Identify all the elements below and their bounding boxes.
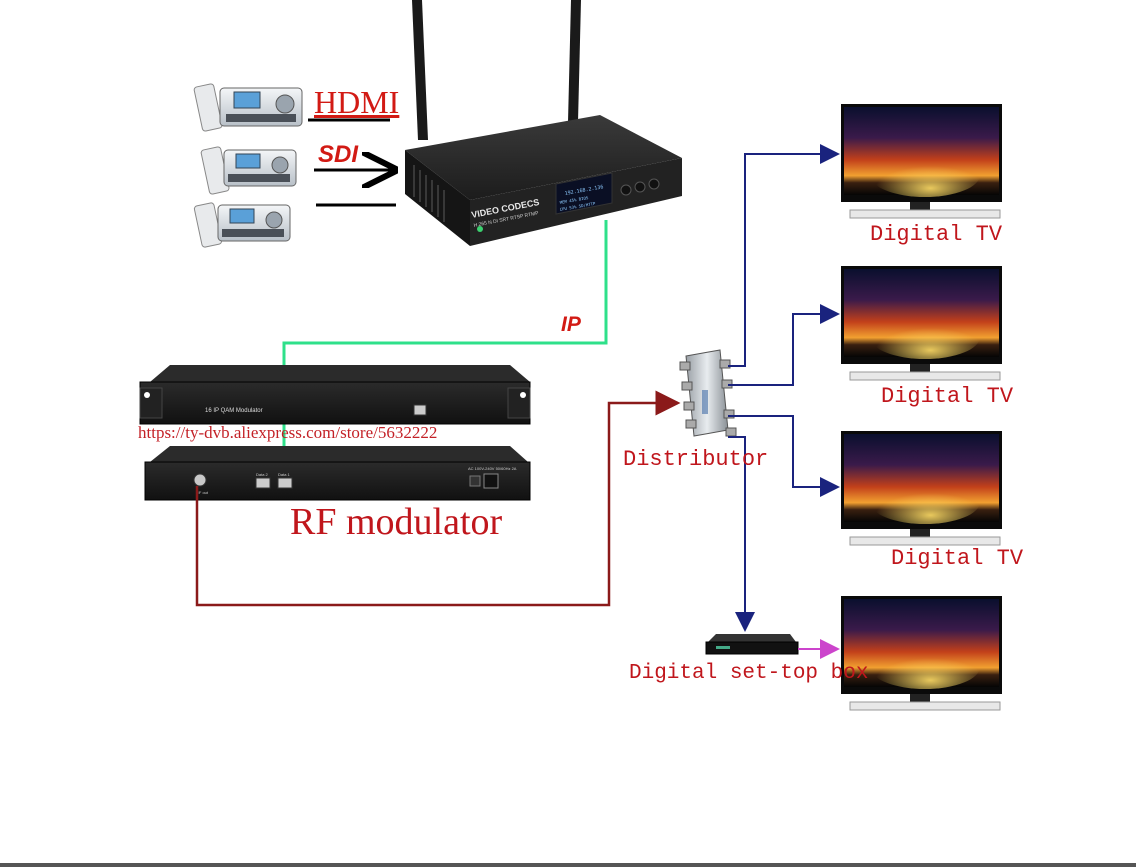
rf-out-port-icon xyxy=(193,473,207,487)
source-device-1 xyxy=(193,83,303,132)
antenna-right xyxy=(568,0,581,122)
data1-label: Data 1 xyxy=(278,472,291,477)
encoder-device: 192.168.2.136 MEM 45% BIOS CPU 53% SD/HT… xyxy=(405,0,682,246)
source-device-2 xyxy=(200,146,297,195)
encoder-button-2 xyxy=(634,181,646,193)
tv-label-1: Digital TV xyxy=(870,222,1003,247)
dist-line-tv2 xyxy=(728,304,840,386)
power-socket-icon xyxy=(483,473,499,489)
watermark-url: https://ty-dvb.aliexpress.com/store/5632… xyxy=(138,423,437,442)
ip-link-line xyxy=(282,220,608,482)
dist-line-tv1 xyxy=(728,144,840,367)
bottom-border xyxy=(0,863,1136,867)
dist-line-stb xyxy=(728,436,755,632)
data2-label: Data 2 xyxy=(256,472,269,477)
rf-modulator-label: RF modulator xyxy=(290,501,503,543)
data1-port-icon xyxy=(277,477,293,489)
modulator-front-label: 16 IP QAM Modulator xyxy=(205,408,263,414)
power-spec-label: AC 100V-240V 50/60Hz 2A xyxy=(468,466,517,471)
ethernet-port-icon xyxy=(413,404,427,416)
encoder-button-1 xyxy=(620,184,632,196)
rf-link-line xyxy=(195,390,681,607)
tv-label-3: Digital TV xyxy=(891,546,1024,571)
distributor-device xyxy=(679,349,737,437)
tv-2 xyxy=(841,266,1002,381)
tv-3 xyxy=(841,431,1002,546)
ip-label: IP xyxy=(561,313,581,336)
hdmi-label: HDMI xyxy=(314,84,400,120)
tv-4 xyxy=(841,596,1002,711)
encoder-screen-line3: CPU 53% SD/HTTP xyxy=(559,201,596,212)
dist-line-tv3 xyxy=(728,415,840,497)
rf-modulator-device: 16 IP QAM Modulator RF out Data 2 Data 1… xyxy=(139,365,531,501)
rf-out-label: RF out xyxy=(196,490,209,495)
encoder-button-3 xyxy=(648,178,660,190)
source-device-3 xyxy=(193,202,291,248)
data2-port-icon xyxy=(255,477,271,489)
power-led-icon xyxy=(477,226,483,232)
tv-label-2: Digital TV xyxy=(881,384,1014,409)
sdi-label: SDI xyxy=(318,141,359,168)
set-top-box-device xyxy=(705,634,799,655)
stb-label: Digital set-top box xyxy=(629,662,869,685)
antenna-left xyxy=(412,0,428,140)
encoder-screen-line2: MEM 45% BIOS xyxy=(559,195,589,205)
distributor-label: Distributor xyxy=(623,447,769,472)
tv-1 xyxy=(841,104,1002,219)
